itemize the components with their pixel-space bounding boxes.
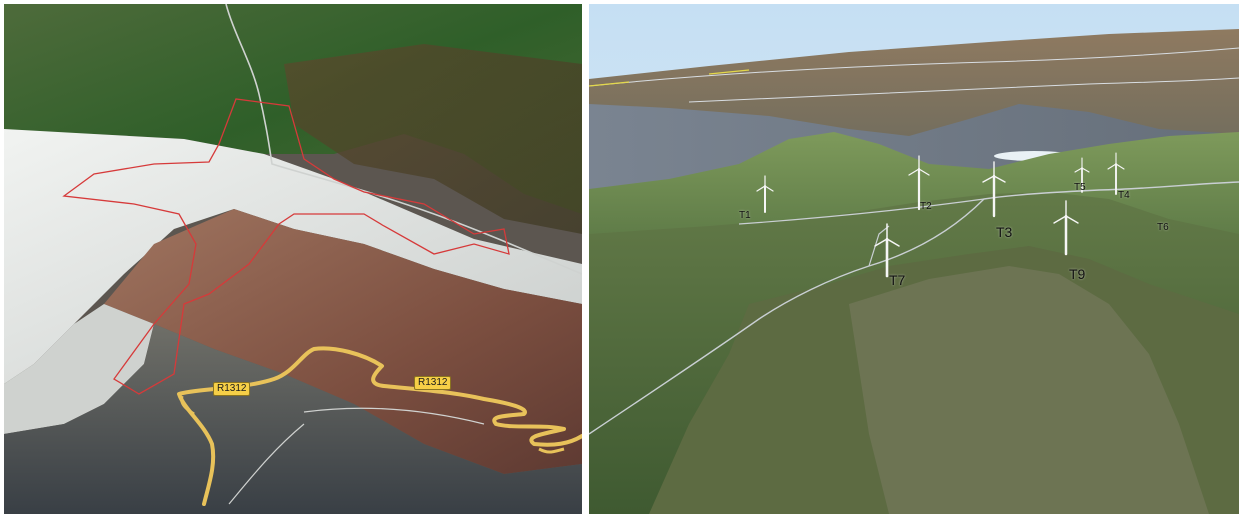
satellite-map-left-graphic bbox=[4, 4, 582, 514]
road-label-r1312: R1312 bbox=[213, 382, 251, 396]
turbine-label-t2: T2 bbox=[920, 201, 932, 212]
road-label-r1312: R1312 bbox=[414, 376, 452, 390]
turbine-t7-icon bbox=[874, 223, 900, 278]
turbine-t5-icon bbox=[1074, 157, 1090, 193]
turbine-t2-icon bbox=[908, 155, 930, 211]
satellite-map-left: R1312 R1312 bbox=[4, 4, 582, 514]
turbine-label-t4: T4 bbox=[1118, 190, 1130, 201]
highlighted-road-r1312 bbox=[177, 346, 582, 506]
turbine-t9-icon bbox=[1053, 200, 1079, 256]
turbine-label-t7: T7 bbox=[889, 272, 906, 288]
turbine-label-t3: T3 bbox=[996, 224, 1013, 240]
terrain-view-right: T1 T2 T3 T4 T5 T6 T7 T9 bbox=[589, 4, 1239, 514]
turbine-label-t6: T6 bbox=[1157, 222, 1169, 233]
turbine-label-t9: T9 bbox=[1069, 266, 1086, 282]
turbine-t1-icon bbox=[756, 175, 774, 213]
grey-road bbox=[225, 4, 582, 275]
turbine-t4-icon bbox=[1107, 152, 1125, 195]
access-track bbox=[589, 181, 1239, 435]
turbine-t3-icon bbox=[982, 161, 1006, 218]
project-boundary bbox=[62, 98, 510, 395]
terrain-view-right-graphic bbox=[589, 4, 1239, 514]
turbine-label-t5: T5 bbox=[1074, 182, 1086, 193]
turbine-label-t1: T1 bbox=[739, 210, 751, 221]
